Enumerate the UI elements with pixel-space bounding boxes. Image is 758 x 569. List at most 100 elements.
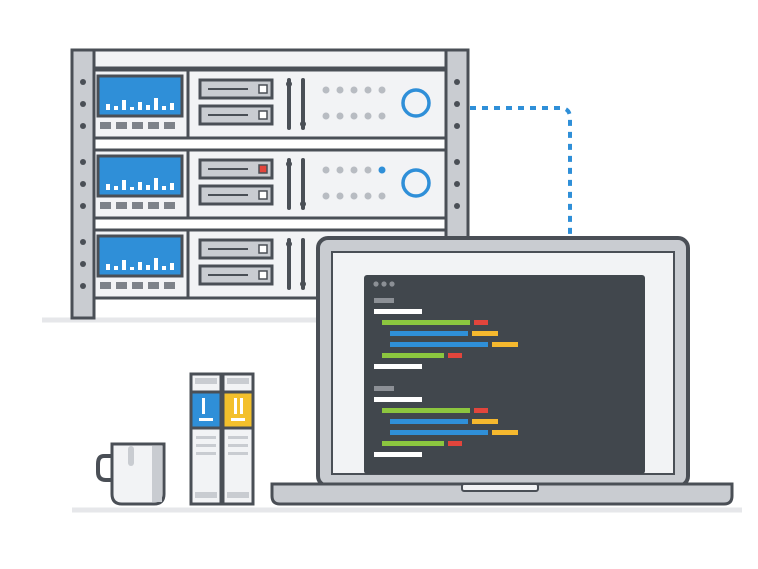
- rack-screw: [454, 101, 460, 107]
- power-button-icon: [401, 168, 431, 198]
- indicator-dot: [322, 112, 330, 120]
- indicator-dot: [350, 166, 358, 174]
- book-label-line: [199, 418, 213, 421]
- status-square: [132, 202, 143, 209]
- power-button-icon: [401, 88, 431, 118]
- drive-led: [258, 110, 268, 120]
- book-spine-label: [221, 390, 255, 430]
- status-square: [148, 202, 159, 209]
- mug-handle: [96, 454, 114, 482]
- book-spine-line: [196, 444, 216, 447]
- code-token: [374, 298, 394, 303]
- indicator-dot: [378, 112, 386, 120]
- code-token: [492, 342, 518, 347]
- display-bar: [138, 262, 142, 270]
- display-bar: [154, 98, 158, 110]
- rack-screw: [454, 181, 460, 187]
- code-token: [390, 419, 468, 424]
- display-bar: [122, 100, 126, 110]
- status-square: [164, 282, 175, 289]
- display-bar: [162, 186, 166, 190]
- book-spine-line: [228, 452, 248, 455]
- book-2: [221, 372, 255, 506]
- indicator-dot: [350, 86, 358, 94]
- server-unit-1: [80, 68, 460, 140]
- display-bar: [146, 265, 150, 270]
- book-1: [189, 372, 223, 506]
- status-square: [132, 122, 143, 129]
- slider-knob: [286, 161, 292, 167]
- code-token: [474, 408, 488, 413]
- display-bar: [130, 107, 134, 110]
- status-square: [100, 282, 111, 289]
- indicator-dot: [322, 192, 330, 200]
- display-bar: [170, 263, 174, 270]
- laptop: [270, 236, 734, 506]
- network-connection-line: [470, 106, 572, 238]
- status-square: [116, 202, 127, 209]
- rack-screw: [80, 101, 86, 107]
- display-bar: [154, 258, 158, 270]
- rack-screw: [80, 239, 86, 245]
- indicator-dot: [378, 86, 386, 94]
- server-unit-2: [80, 148, 460, 220]
- display-bar: [106, 264, 110, 270]
- display-bar: [114, 266, 118, 270]
- indicator-dot: [336, 112, 344, 120]
- book-bottom-band: [195, 492, 217, 498]
- display-bar: [170, 103, 174, 110]
- coffee-mug: [96, 442, 166, 506]
- status-square: [132, 282, 143, 289]
- display-bar: [154, 178, 158, 190]
- rack-screw: [454, 203, 460, 209]
- rack-screw: [80, 203, 86, 209]
- drive-led: [258, 270, 268, 280]
- book-top-band: [227, 378, 249, 384]
- display-bar: [146, 105, 150, 110]
- display-bar: [170, 183, 174, 190]
- mug-shade: [152, 446, 162, 502]
- display-bar: [114, 106, 118, 110]
- indicator-dot: [364, 112, 372, 120]
- rack-screw: [454, 159, 460, 165]
- indicator-dot: [364, 86, 372, 94]
- slider-knob: [300, 121, 306, 127]
- drive-led: [258, 190, 268, 200]
- code-token: [374, 397, 422, 402]
- laptop-trackpad-notch: [461, 483, 539, 492]
- display-bar: [106, 104, 110, 110]
- laptop-base: [270, 482, 734, 506]
- display-bar: [122, 260, 126, 270]
- display-bar: [122, 180, 126, 190]
- status-square: [100, 202, 111, 209]
- status-square: [116, 282, 127, 289]
- status-square: [148, 282, 159, 289]
- code-token: [374, 309, 422, 314]
- book-stack: [189, 372, 255, 506]
- rack-screw: [80, 283, 86, 289]
- drive-led: [258, 84, 268, 94]
- code-token: [382, 320, 470, 325]
- status-square: [164, 202, 175, 209]
- indicator-dot: [364, 192, 372, 200]
- display-bar: [162, 106, 166, 110]
- indicator-dot: [322, 86, 330, 94]
- rack-screw: [80, 181, 86, 187]
- indicator-dot: [336, 192, 344, 200]
- slider-knob: [286, 241, 292, 247]
- code-token: [390, 331, 468, 336]
- drive-led: [258, 244, 268, 254]
- book-spine-line: [196, 436, 216, 439]
- mug-body: [110, 442, 166, 506]
- book-label-line: [231, 418, 245, 421]
- rack-screw: [454, 123, 460, 129]
- rack-screw: [80, 261, 86, 267]
- indicator-dot: [350, 112, 358, 120]
- code-token: [374, 452, 422, 457]
- display-bar: [138, 102, 142, 110]
- status-square: [148, 122, 159, 129]
- indicator-dot: [378, 192, 386, 200]
- display-bar: [106, 184, 110, 190]
- indicator-dot: [350, 192, 358, 200]
- indicator-dot: [364, 166, 372, 174]
